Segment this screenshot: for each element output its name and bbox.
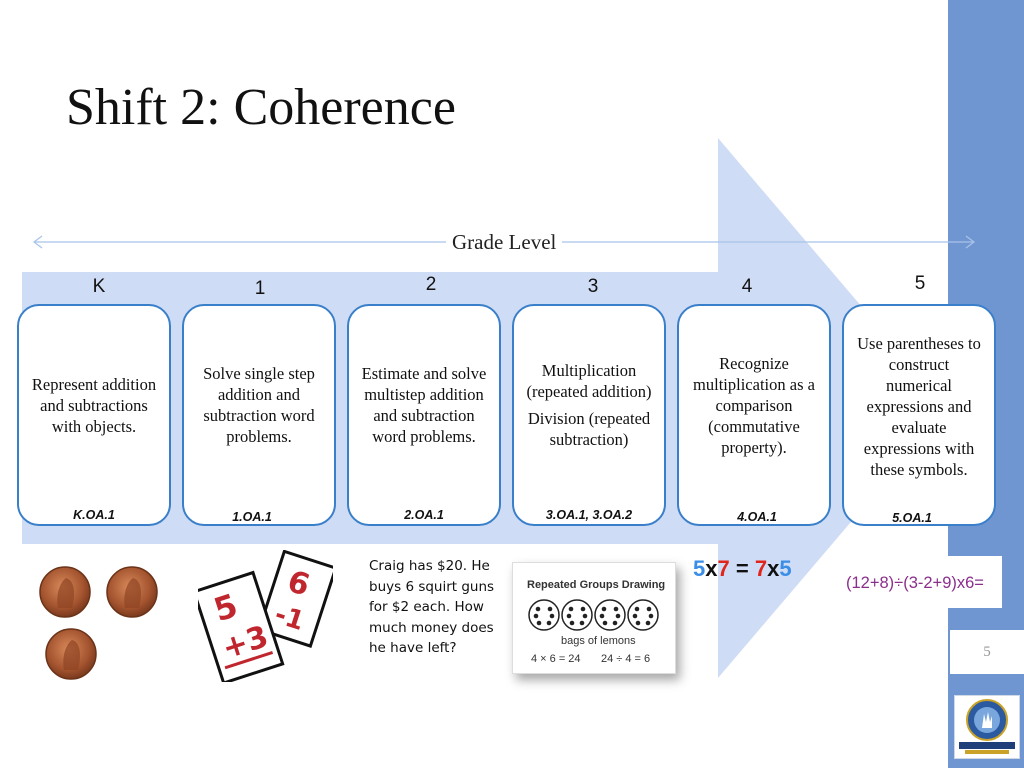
education-department-logo (954, 695, 1020, 759)
card-text: Solve single step addition and subtracti… (203, 364, 315, 446)
factor-7: 7 (717, 556, 730, 581)
card-grade-2: Estimate and solve multistep addition an… (347, 304, 501, 526)
repeated-groups-card: Repeated Groups Drawing bags of lemons 4… (512, 562, 676, 674)
grade-2: 2 (425, 274, 437, 295)
standard-3: 3.OA.1, 3.OA.2 (545, 508, 633, 522)
commutative-equation: 5x7 = 7x5 (693, 556, 792, 582)
card-text: Estimate and solve multistep addition an… (361, 364, 487, 446)
card-grade-1: Solve single step addition and subtracti… (182, 304, 336, 526)
card-grade-5: Use parentheses to construct numerical e… (842, 304, 996, 526)
card-text-division: Division (repeated subtraction) (527, 409, 651, 449)
factor-7: 7 (754, 556, 768, 581)
pennies-image (39, 566, 158, 680)
grade-4: 4 (741, 276, 753, 297)
word-problem-text: Craig has $20. He buys 6 squirt guns for… (369, 558, 495, 656)
standard-5: 5.OA.1 (892, 511, 932, 525)
grade-level-label: Grade Level (446, 230, 563, 255)
factor-5: 5 (693, 556, 706, 581)
penny-icon (106, 566, 158, 618)
card-grade-3: Multiplication (repeated addition) Divis… (512, 304, 666, 526)
equals-sign: = (729, 556, 755, 581)
standard-1: 1.OA.1 (232, 510, 272, 524)
numerical-expression: (12+8)÷(3-2+9)x6= (846, 574, 984, 592)
expression-box (838, 556, 1002, 608)
slide-title: Shift 2: Coherence (66, 79, 456, 136)
factor-5: 5 (779, 556, 792, 581)
repeated-groups-caption: bags of lemons (561, 635, 636, 647)
standard-k: K.OA.1 (73, 508, 115, 522)
standard-4: 4.OA.1 (737, 510, 777, 524)
card-text: Multiplication (repeated addition) (526, 361, 652, 401)
division-equation: 24 ÷ 4 = 6 (601, 653, 651, 665)
grade-1: 1 (254, 278, 266, 299)
standard-2: 2.OA.1 (404, 508, 444, 522)
grade-k: K (92, 276, 106, 297)
penny-icon (45, 628, 97, 680)
card-text: Use parentheses to construct numerical e… (857, 333, 981, 479)
times-sign: x (767, 556, 780, 581)
penny-icon (39, 566, 91, 618)
repeated-groups-title: Repeated Groups Drawing (527, 579, 666, 591)
card-text: Represent addition and subtractions with… (31, 374, 157, 436)
lemon-bags-drawing (528, 599, 659, 631)
multiplication-equation: 4 × 6 = 24 (531, 653, 581, 665)
flash-cards-image: 6 -1 5 +3 (198, 550, 333, 682)
card-text: Recognize multiplication as a comparison… (693, 353, 815, 457)
times-sign: x (705, 556, 718, 581)
page-number: 5 (950, 630, 1024, 674)
card-grade-4: Recognize multiplication as a comparison… (677, 304, 831, 526)
grade-5: 5 (914, 273, 926, 294)
card-grade-k: Represent addition and subtractions with… (17, 304, 171, 526)
grade-3: 3 (587, 276, 599, 297)
